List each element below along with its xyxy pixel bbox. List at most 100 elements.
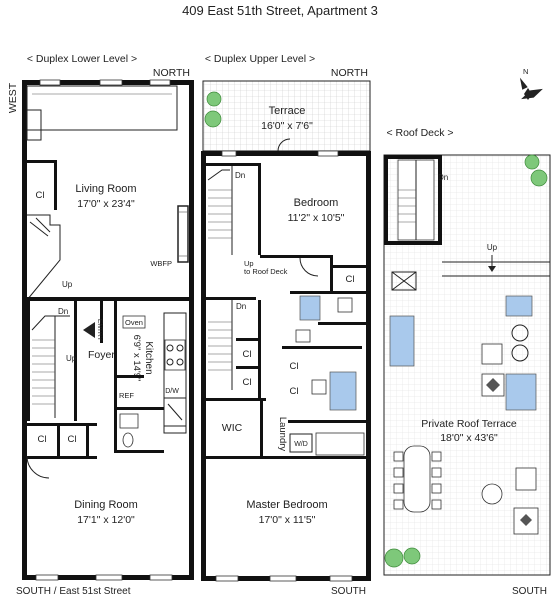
roof-up-label: Up — [487, 243, 498, 252]
window — [215, 575, 239, 582]
lower-west-label: WEST — [7, 82, 19, 113]
side-table — [481, 483, 503, 505]
bedroom-name: Bedroom — [294, 197, 339, 209]
wd-label: W/D — [294, 441, 308, 448]
plan-title: 409 East 51th Street, Apartment 3 — [182, 3, 378, 18]
upper-closet-label: Cl — [290, 361, 299, 372]
wall — [201, 151, 371, 156]
wall — [27, 423, 97, 426]
window — [95, 574, 123, 581]
lower-south-label: SOUTH / East 51st Street — [16, 586, 131, 597]
upper-closet-label: Cl — [243, 349, 252, 360]
chair — [393, 451, 404, 462]
wall — [260, 401, 263, 456]
living-room-dim: 17'0" x 23'4" — [77, 198, 135, 210]
compass-icon: N — [519, 67, 543, 100]
upper-level-heading: < Duplex Upper Level > — [205, 53, 315, 65]
up-roof-label-2: to Roof Deck — [244, 267, 288, 276]
wall — [22, 80, 27, 580]
wall — [318, 322, 366, 325]
lower-stair-up-label: Up — [66, 354, 77, 363]
bedroom-dim: 11'2" x 10'5" — [288, 212, 345, 224]
window — [149, 79, 171, 86]
upper-dn-label: Dn — [235, 171, 245, 180]
roof-skylight — [389, 315, 415, 367]
wall — [74, 301, 77, 421]
chair — [431, 467, 442, 478]
terrace-name: Terrace — [269, 105, 306, 117]
window — [39, 79, 61, 86]
compass-n: N — [523, 67, 528, 76]
wall — [27, 160, 57, 163]
kitchen-name: Kitchen — [143, 341, 154, 374]
toilet — [122, 432, 134, 448]
wall — [258, 163, 261, 255]
wall — [206, 398, 266, 401]
kitchen-dim: 6'9" x 14'9" — [131, 335, 142, 382]
plant — [206, 91, 222, 107]
oven — [122, 315, 146, 329]
ref-label: REF — [119, 391, 134, 400]
shower — [299, 295, 321, 321]
dining-table — [403, 445, 431, 513]
window — [317, 150, 339, 157]
terrace-dim: 16'0" x 7'6" — [261, 120, 313, 132]
chair — [481, 343, 503, 365]
shower — [329, 371, 357, 411]
window — [35, 574, 59, 581]
wall — [366, 151, 371, 581]
wall — [438, 155, 442, 245]
wall — [57, 426, 60, 456]
wall — [384, 155, 442, 159]
living-room-name: Living Room — [75, 183, 136, 195]
plant — [530, 169, 548, 187]
upper-closet-label: Cl — [290, 386, 299, 397]
plant — [524, 154, 540, 170]
roof-skylight — [505, 295, 533, 317]
toilet — [337, 297, 353, 313]
wall — [288, 420, 366, 423]
master-bedroom-name: Master Bedroom — [246, 499, 327, 511]
entry-label: ENTRY — [96, 319, 103, 342]
plant — [403, 547, 421, 565]
window — [329, 575, 353, 582]
entry-arrow — [83, 322, 95, 338]
dishwasher-label: D/W — [165, 388, 179, 395]
chair — [431, 499, 442, 510]
wall — [330, 255, 333, 291]
plant — [384, 548, 404, 568]
upper-level: < Duplex Upper Level > NORTH SOUTH Terra… — [201, 53, 371, 597]
toilet — [311, 379, 327, 395]
wall — [100, 301, 103, 343]
upper-south-label: SOUTH — [331, 586, 366, 597]
sink — [119, 413, 139, 429]
wall — [333, 265, 366, 268]
master-bedroom-dim: 17'0" x 11'5" — [259, 514, 316, 526]
wall — [258, 300, 261, 400]
wall — [86, 426, 89, 456]
wall — [290, 291, 366, 294]
wall — [27, 456, 97, 459]
wall — [206, 163, 260, 166]
roof-deck: < Roof Deck > Dn Up — [383, 127, 551, 597]
wall — [114, 450, 164, 453]
lower-up-label: Up — [62, 280, 73, 289]
wall — [384, 155, 388, 245]
wall — [236, 366, 260, 369]
lower-level: < Duplex Lower Level > NORTH WEST SOUTH … — [7, 53, 194, 597]
wall — [189, 80, 194, 580]
dining-room-dim: 17'1" x 12'0" — [77, 514, 135, 526]
wall — [27, 297, 189, 301]
roof-deck-heading: < Roof Deck > — [386, 127, 453, 139]
roof-dn-label: Dn — [438, 173, 448, 182]
wall — [54, 160, 57, 210]
roof-terrace-dim: 18'0" x 43'6" — [440, 432, 498, 444]
washer-dryer — [289, 433, 313, 453]
wic-label: WIC — [222, 422, 243, 434]
lower-closet-label: Cl — [38, 434, 47, 445]
wall — [114, 407, 164, 410]
chair — [393, 467, 404, 478]
wall — [236, 338, 260, 341]
window — [269, 575, 297, 582]
